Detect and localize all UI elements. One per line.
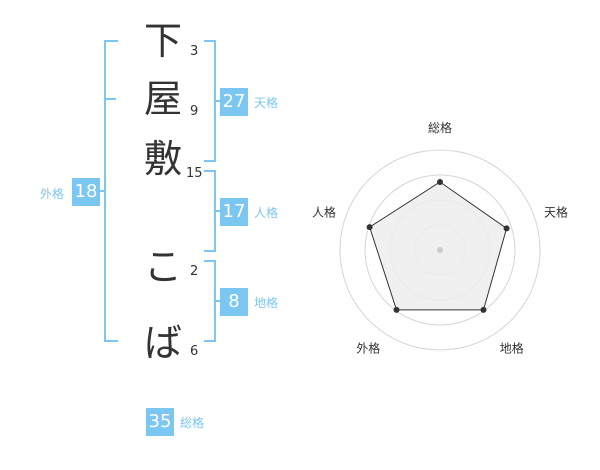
tenkaku-label: 天格 bbox=[254, 96, 279, 110]
name-char-1: 下 bbox=[143, 19, 182, 63]
radar-area bbox=[369, 181, 508, 311]
jinkaku-connector bbox=[214, 210, 220, 212]
gaikaku-value: 18 bbox=[72, 178, 100, 206]
soukaku-value: 35 bbox=[146, 408, 174, 436]
tenkaku-value: 27 bbox=[220, 88, 248, 116]
stroke-count-2: 9 bbox=[190, 104, 199, 119]
jinkaku-label: 人格 bbox=[254, 206, 279, 220]
chikaku-label: 地格 bbox=[254, 296, 279, 310]
stroke-count-1: 3 bbox=[190, 44, 199, 59]
radar-axis-label-5: 人格 bbox=[312, 204, 336, 219]
radar-point-1 bbox=[437, 179, 443, 185]
radar-ring bbox=[364, 174, 516, 326]
stroke-count-5: 6 bbox=[190, 344, 199, 359]
radar-center-dot bbox=[437, 247, 443, 253]
radar-axis-label-2: 天格 bbox=[544, 204, 568, 219]
radar-axis-label-3: 地格 bbox=[500, 341, 524, 356]
radar-point-5 bbox=[366, 224, 373, 231]
radar-axis-label-4: 外格 bbox=[356, 341, 380, 356]
tenkaku-connector bbox=[214, 100, 220, 102]
radar-ring bbox=[339, 149, 541, 351]
name-char-2: 屋 bbox=[143, 77, 182, 121]
stroke-count-4: 2 bbox=[190, 264, 199, 279]
gaikaku-label: 外格 bbox=[40, 187, 65, 201]
gaikaku-connector bbox=[98, 190, 104, 192]
radar-point-3 bbox=[480, 306, 487, 313]
name-char-4: こ bbox=[143, 245, 182, 289]
soukaku-label: 総格 bbox=[180, 416, 205, 430]
jinkaku-value: 17 bbox=[220, 198, 248, 226]
radar-axis-label-1: 総格 bbox=[428, 120, 452, 135]
chikaku-value: 8 bbox=[220, 288, 248, 316]
chikaku-connector bbox=[214, 300, 220, 302]
name-char-5: ば bbox=[143, 321, 182, 365]
gaikaku-bracket-tick bbox=[104, 98, 116, 100]
stroke-count-3: 15 bbox=[186, 166, 203, 181]
radar-point-4 bbox=[393, 306, 400, 313]
radar-point-2 bbox=[503, 225, 510, 232]
gaikaku-bracket bbox=[104, 40, 118, 342]
name-char-3: 敷 bbox=[143, 137, 182, 181]
